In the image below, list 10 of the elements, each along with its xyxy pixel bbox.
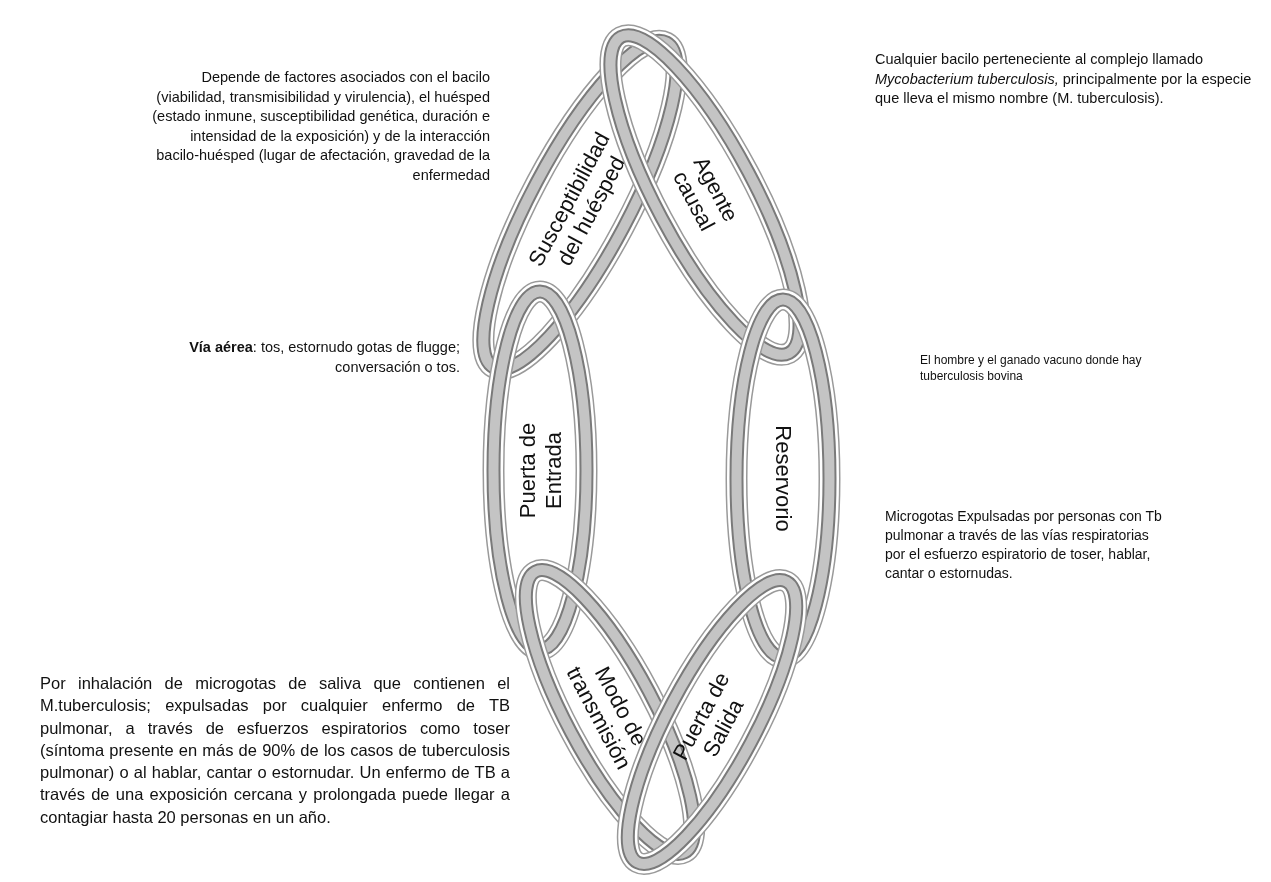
description-text: Por inhalación de microgotas de saliva que contienen el M.tuberculosis; expulsadas por cualquier enfermo de TB pulmonar, a través de esfuerzos espiratorios como toser (síntoma presente en más de 90% de los casos de tuberculosis pulmonar) o al hablar, cantar o estornudar. Un enfermo de TB a través de una exposición cercana y prolongada puede llegar a contagiar hasta 20 personas en un año. [40,673,510,828]
description-text: Vía aérea: tos, estornudo gotas de flugge; conversación o tos. [188,338,460,377]
description-text: El hombre y el ganado vacuno donde hay tuberculosis bovina [920,352,1143,385]
chain-link [482,280,598,660]
description-text: Microgotas Expulsadas por personas con Tb pulmonar a través de las vías respiratorias por el esfuerzo espiratorio de toser, hablar, cantar o estornudas. [885,507,1163,583]
link-label: Puerta de Entrada [514,421,566,520]
chain-link [725,288,841,668]
description-text: Cualquier bacilo perteneciente al complejo llamado Mycobacterium tuberculosis, principalmente por la especie que lleva el mismo nombre (M. tuberculosis). [875,50,1253,109]
link-label: Reservorio [770,424,796,532]
description-text: Depende de factores asociados con el bacilo (viabilidad, transmisibilidad y virulencia), el huésped (estado inmune, susceptibilidad genética, duración e intensidad de la exposición) y de la interacción bacilo-huésped (lugar de afectación, gravedad de la enfermedad [151,68,490,185]
